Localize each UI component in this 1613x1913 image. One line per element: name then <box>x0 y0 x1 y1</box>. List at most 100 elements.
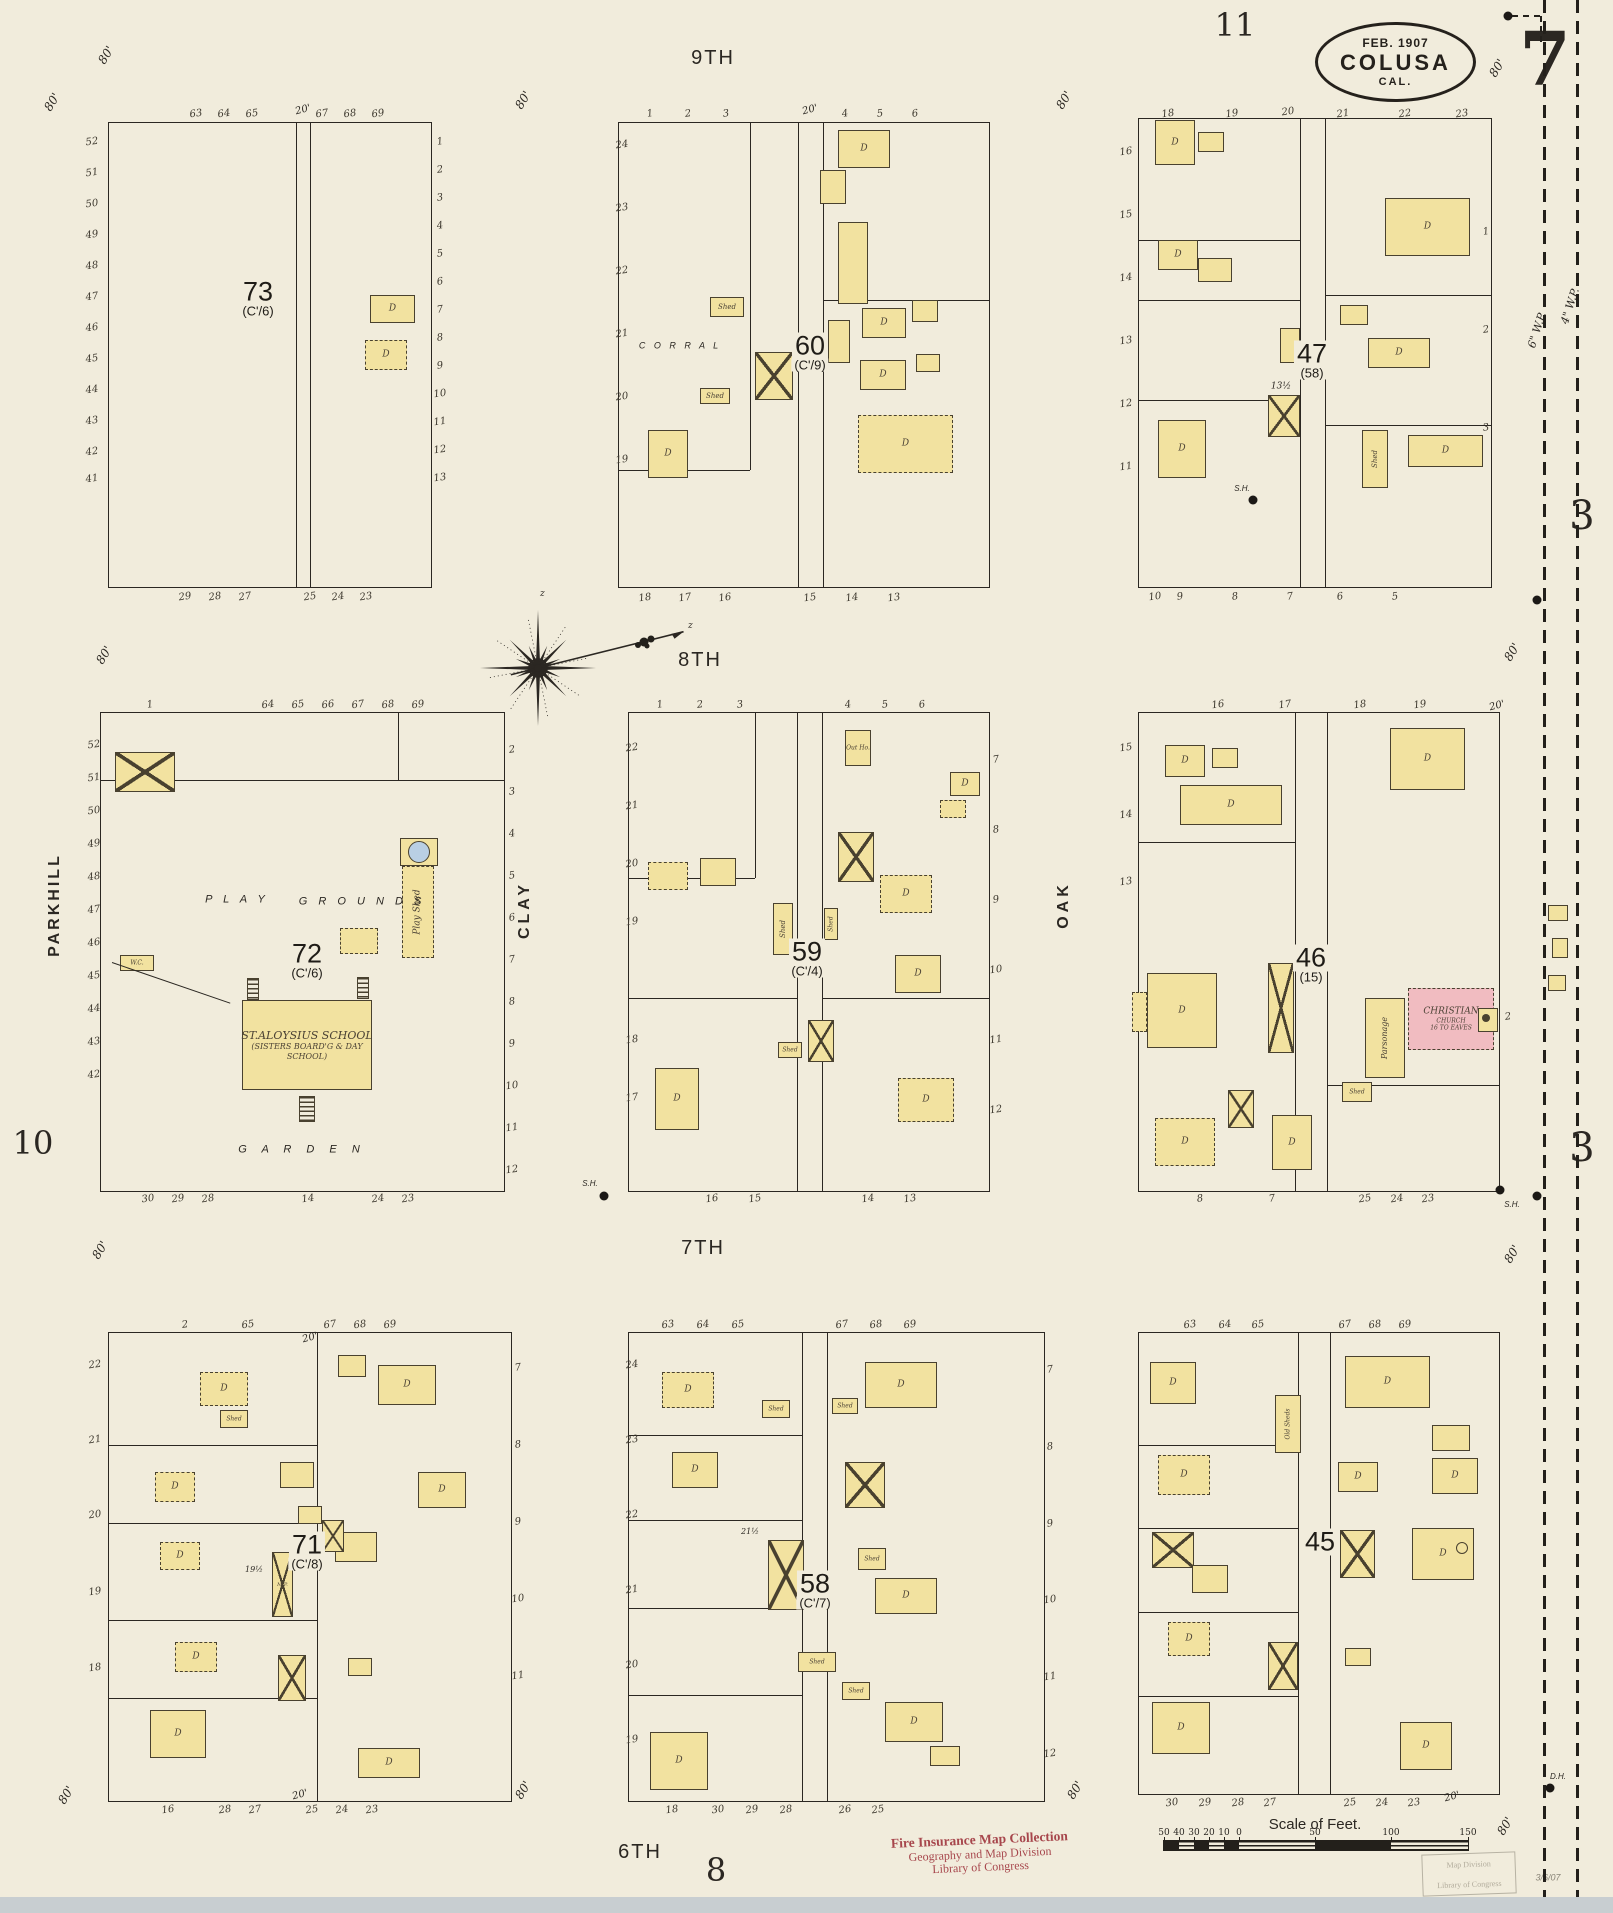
building-label-text: D <box>664 448 672 459</box>
lot-number: 16 <box>1118 145 1134 159</box>
building-label-text: D <box>1171 137 1179 148</box>
lot-number: 4 <box>436 220 444 232</box>
building <box>1268 963 1294 1053</box>
lot-line <box>310 122 312 588</box>
lot-number: 2 <box>684 108 692 120</box>
building-label: Shed <box>1371 450 1379 468</box>
building <box>1212 748 1238 768</box>
building: D <box>672 1452 718 1488</box>
lot-number: 63 <box>188 107 204 121</box>
building-label-text: D <box>902 888 910 899</box>
building-label: D <box>879 370 886 381</box>
building-label: D <box>176 1551 183 1562</box>
lot-number: 67 <box>350 698 366 712</box>
lot-line <box>755 712 757 878</box>
lot-number: 48 <box>84 259 100 273</box>
building <box>322 1520 344 1552</box>
building-label-text: D <box>1423 221 1432 232</box>
building: D <box>1158 240 1198 270</box>
hydrant-label-dh: D.H. <box>1550 1772 1566 1781</box>
lot-number: 69 <box>1397 1318 1413 1332</box>
lot-number: 9 <box>1176 591 1184 603</box>
lot-number: 11 <box>432 415 448 429</box>
building: D <box>1152 1702 1210 1754</box>
lot-number: 4 <box>841 108 849 120</box>
building <box>1340 305 1368 325</box>
lot-number: 18 <box>664 1803 680 1817</box>
building: D <box>1165 745 1205 777</box>
building-label-text: Parsonage <box>1380 1016 1390 1060</box>
building-label-text: D <box>1354 1471 1362 1482</box>
lot-line <box>1325 425 1492 427</box>
building: D <box>1338 1462 1378 1492</box>
block-sublabel: (58) <box>1297 366 1327 380</box>
building-label-text: D <box>914 968 922 979</box>
lot-number: 23 <box>358 590 374 604</box>
lot-number: 22 <box>87 1358 103 1372</box>
block-number: 59 <box>788 938 826 966</box>
lot-number: 6 <box>508 912 516 924</box>
lot-line <box>296 122 298 588</box>
lot-line <box>1138 1612 1298 1614</box>
lot-number: 12 <box>432 443 448 457</box>
lot-line <box>1138 842 1295 844</box>
building: D <box>150 1710 206 1758</box>
building-label: D <box>1181 756 1188 767</box>
compass-bird-ornament <box>644 643 650 649</box>
building-label-text: D <box>1180 1469 1188 1480</box>
block-46 <box>1138 712 1500 1192</box>
block-sublabel: (C'/6) <box>288 966 326 980</box>
building-label: D <box>684 1385 691 1396</box>
building <box>820 170 846 204</box>
building-label: ST.ALOYSIUS SCHOOL(SISTERS BOARD'G & DAY… <box>241 1029 372 1061</box>
building: D <box>898 1078 954 1122</box>
building: Shed <box>762 1400 790 1418</box>
building: D <box>860 360 906 390</box>
lot-number: 23 <box>614 201 630 215</box>
lot-number: 10 <box>432 387 448 401</box>
lot-number: 23 <box>624 1433 640 1447</box>
lot-number: 46 <box>86 936 102 950</box>
scale-tick-label: 100 <box>1382 1828 1400 1838</box>
lot-number: 68 <box>868 1318 884 1332</box>
compass-ray <box>538 665 596 671</box>
building-label: D <box>171 1482 178 1493</box>
street-width-mark: 80' <box>89 1238 111 1262</box>
block-72 <box>100 712 505 1192</box>
building <box>1132 992 1147 1032</box>
lot-number: 3 <box>1482 422 1490 434</box>
scale-tick <box>1194 1837 1195 1841</box>
building <box>828 320 850 363</box>
building-label-text: D <box>1169 1377 1177 1388</box>
lot-number: 45 <box>86 969 102 983</box>
block-sublabel: (C'/8) <box>288 1557 326 1571</box>
block-47 <box>1138 118 1492 588</box>
building-label-text: Shed <box>778 920 787 938</box>
building: D <box>865 1362 937 1408</box>
lot-number: 5 <box>436 248 444 260</box>
street-label-oak: OAK <box>1055 881 1072 929</box>
building-label-text: Out Ho. <box>846 744 870 752</box>
lot-number: 64 <box>216 107 232 121</box>
building-label: D <box>675 1756 682 1767</box>
building-label: M.P. <box>277 1582 288 1588</box>
building: D <box>1180 785 1282 825</box>
building-label-text: D <box>897 1379 905 1390</box>
lot-line <box>1138 240 1300 242</box>
building: Shed <box>798 1652 836 1672</box>
building-label-text: D <box>684 1384 692 1395</box>
lot-line <box>628 1520 802 1522</box>
building-label-text: D <box>902 1590 910 1601</box>
lot-number: 29 <box>177 590 193 604</box>
lot-number: 19 <box>1412 698 1428 712</box>
lot-number: 22 <box>1397 107 1413 121</box>
building <box>845 1462 885 1508</box>
lot-number: 67 <box>322 1318 338 1332</box>
lot-number: 12 <box>1118 397 1134 411</box>
building: D <box>160 1542 200 1570</box>
block-number: 47 <box>1293 340 1331 368</box>
lot-number: 22 <box>614 264 630 278</box>
building-label-text: Shed <box>827 916 835 932</box>
building: D <box>1412 1528 1474 1580</box>
